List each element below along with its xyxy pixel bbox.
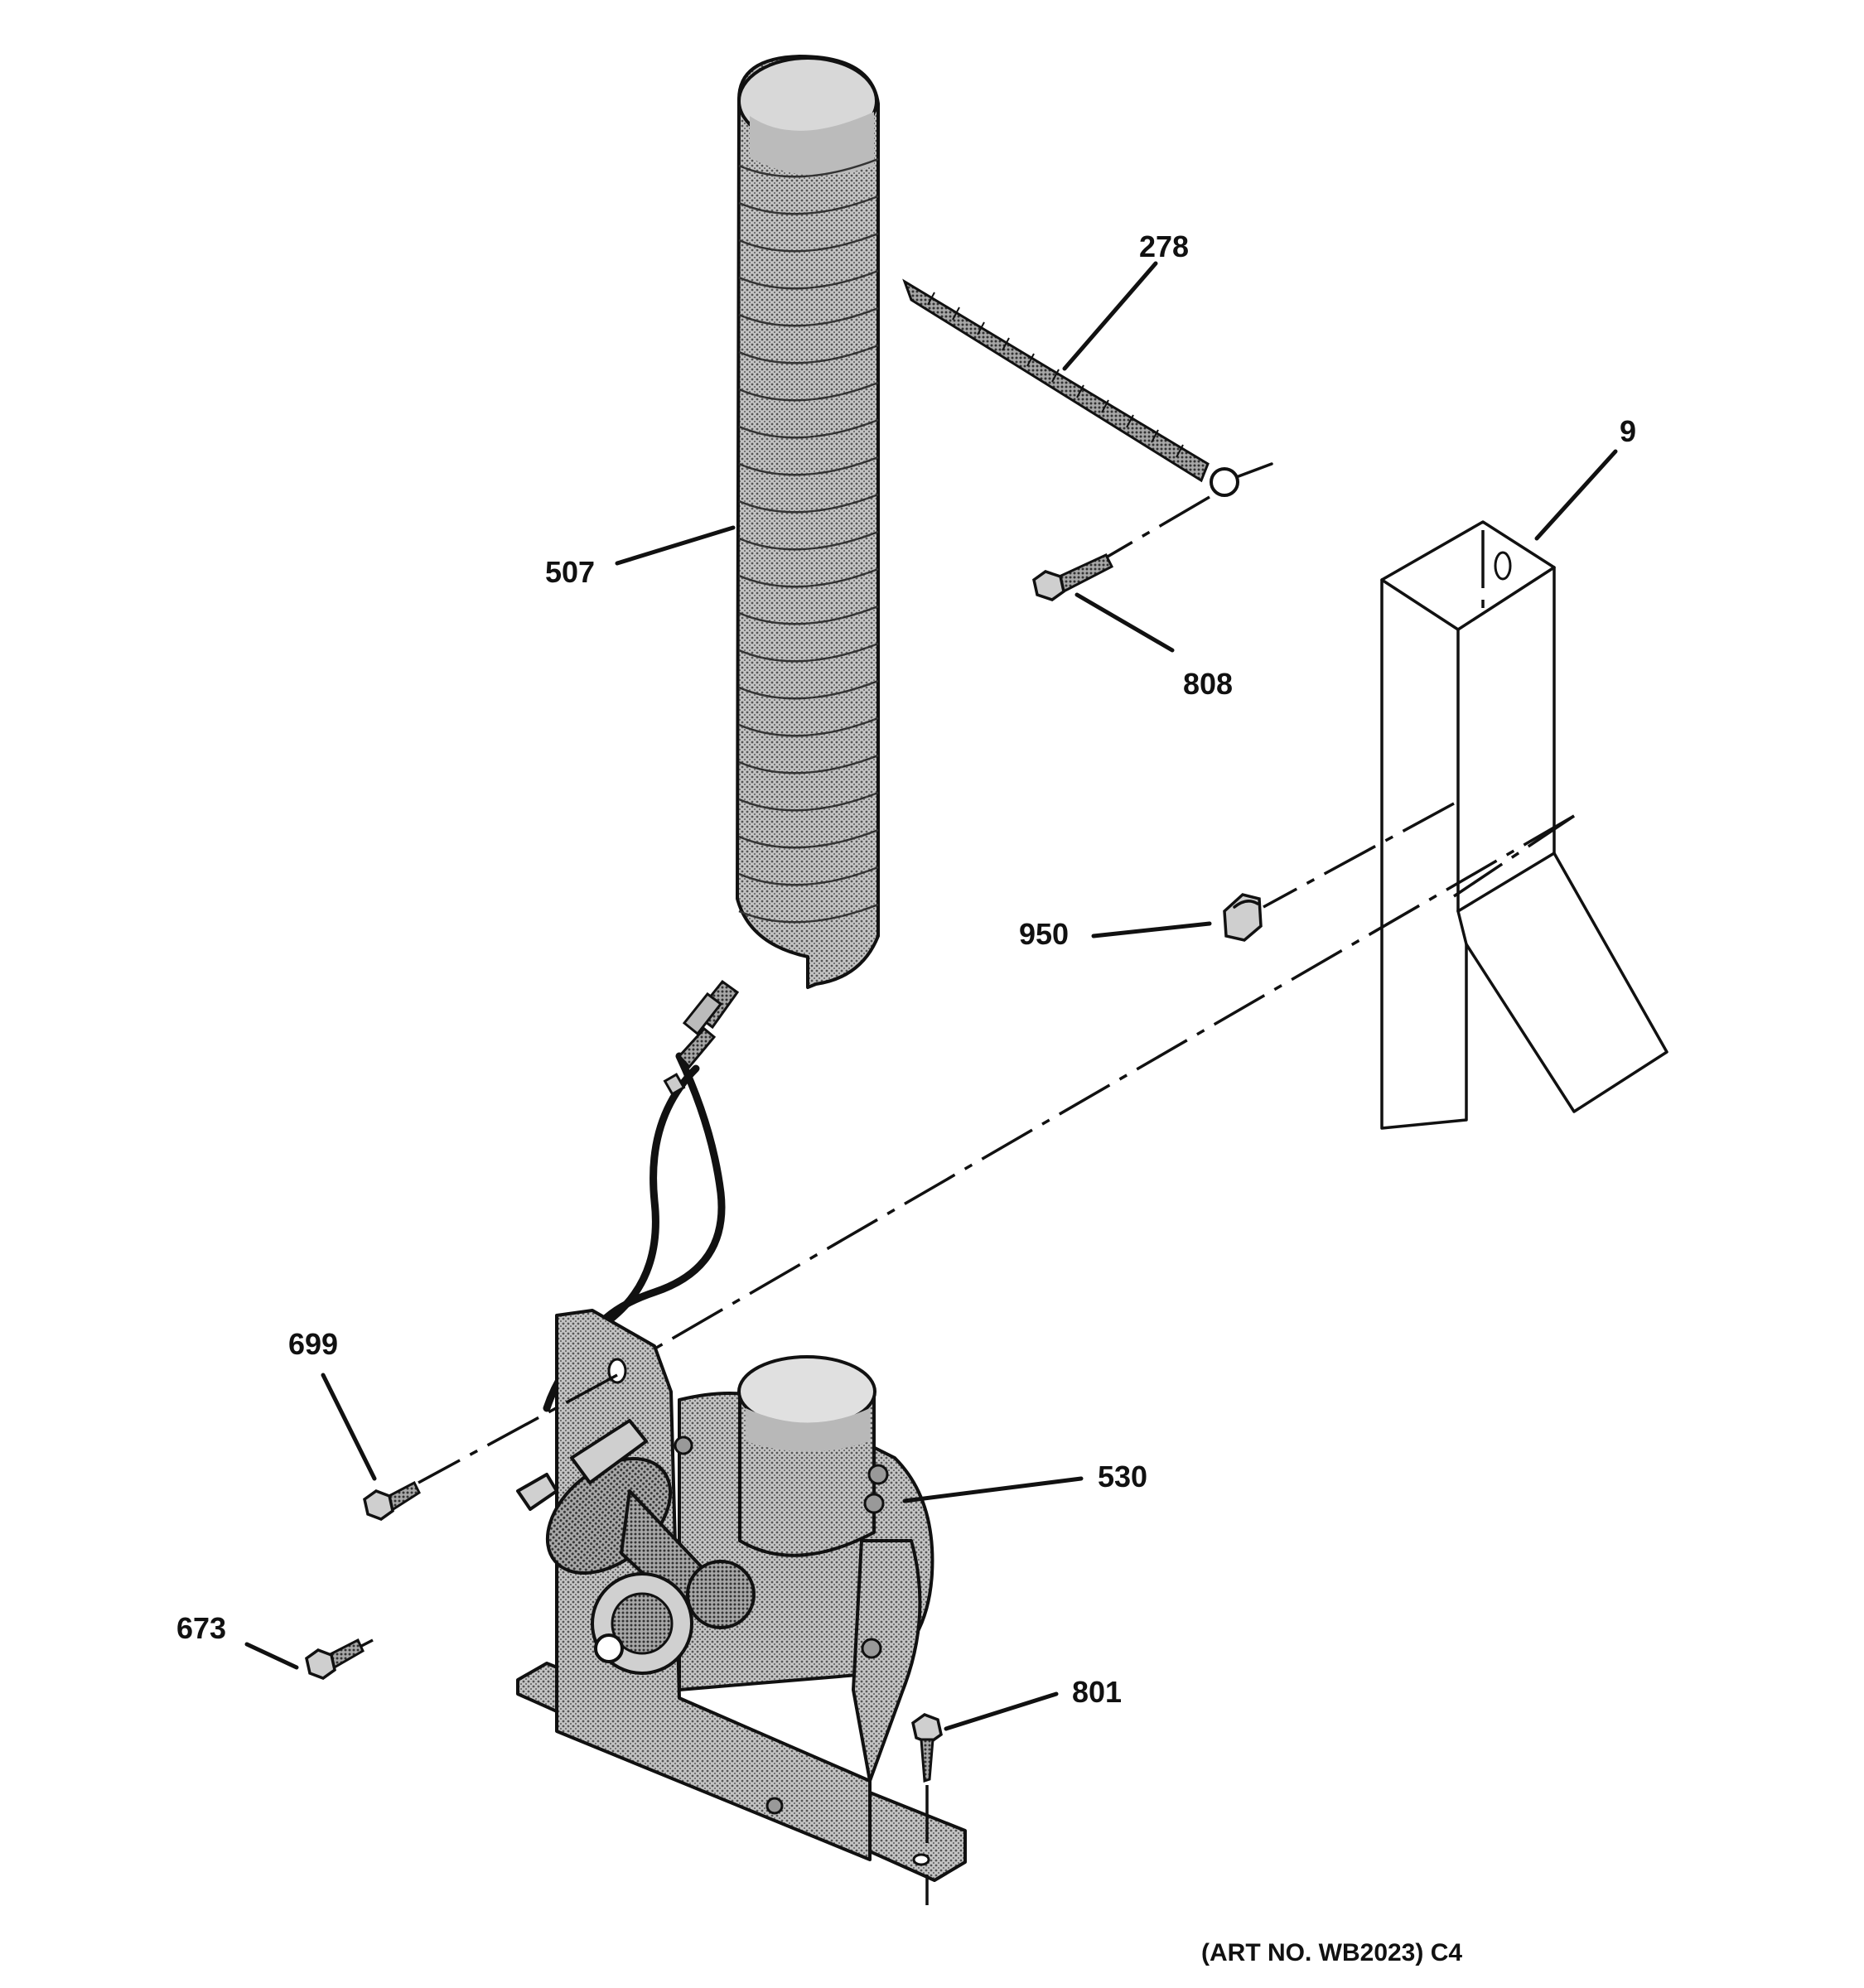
leader-lines [244, 261, 1618, 1731]
bracket-9 [1380, 520, 1668, 1130]
callout-808: 808 [1183, 667, 1233, 701]
duct-507 [736, 55, 880, 989]
art-number: (ART NO. WB2023) C4 [1201, 1939, 1462, 1966]
blower-assembly-530 [516, 1309, 967, 1882]
cable-tie-278 [902, 278, 1273, 497]
screw-801 [911, 1713, 943, 1905]
clip-950 [1223, 802, 1455, 942]
mounting-axis-line-upper [1453, 814, 1575, 898]
callout-9: 9 [1620, 414, 1636, 448]
callout-699: 699 [288, 1327, 338, 1361]
screw-673 [305, 1638, 374, 1680]
callout-950: 950 [1019, 917, 1069, 951]
mounting-axis-line [637, 814, 1575, 1360]
screw-699 [363, 1373, 618, 1521]
callout-530: 530 [1098, 1460, 1147, 1493]
screw-808 [1032, 495, 1210, 601]
callout-278: 278 [1139, 229, 1189, 263]
callout-801: 801 [1072, 1675, 1122, 1709]
callout-507: 507 [545, 555, 595, 589]
callout-673: 673 [176, 1611, 226, 1645]
